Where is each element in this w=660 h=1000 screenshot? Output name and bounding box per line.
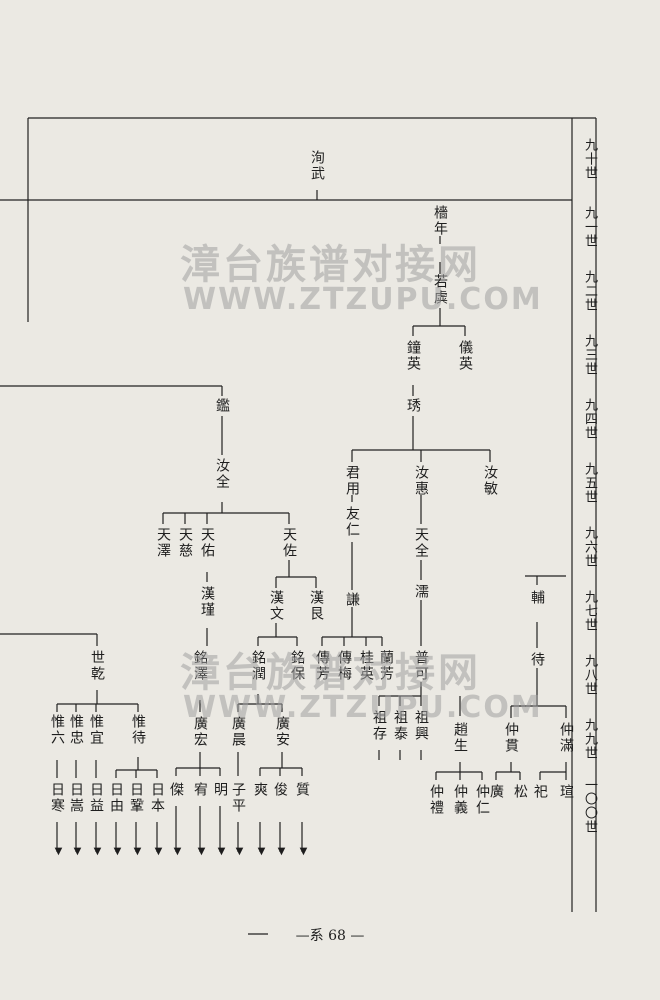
person-name: 銘保 — [289, 650, 305, 682]
person-name: 琇 — [405, 398, 421, 414]
person-name: 日寒 — [49, 782, 65, 814]
person-name: 廣晨 — [230, 716, 246, 748]
arrow-down-icon: ▼ — [153, 846, 164, 859]
person-name: 祖泰 — [392, 710, 408, 742]
person-name: 傳芳 — [314, 650, 330, 682]
person-name: 世乾 — [89, 650, 105, 682]
arrow-down-icon: ▼ — [53, 846, 64, 859]
person-name: 仲貫 — [503, 722, 519, 754]
person-name: 仲滿 — [558, 722, 574, 754]
person-name: 惟宜 — [88, 714, 104, 746]
person-name: 蘭芳 — [378, 650, 394, 682]
arrow-down-icon: ▼ — [112, 846, 123, 859]
generation-label: 九一世 — [582, 206, 597, 248]
arrow-down-icon: ▼ — [72, 846, 83, 859]
watermark-url: WWW.ZTZUPU.COM — [183, 282, 543, 317]
person-name: 謙 — [344, 592, 360, 608]
person-name: 質 — [294, 782, 310, 798]
generation-label: 九六世 — [582, 526, 597, 568]
person-name: 宥 — [192, 782, 208, 798]
person-name: 洵武 — [309, 150, 325, 182]
person-name: 傑 — [168, 782, 184, 798]
person-name: 趙生 — [452, 722, 468, 754]
generation-label: 九八世 — [582, 654, 597, 696]
person-name: 傳梅 — [336, 650, 352, 682]
person-name: 祀 — [532, 784, 548, 800]
watermark-text: 漳台族谱对接网 — [180, 242, 481, 288]
person-name: 輔 — [529, 590, 545, 606]
watermark-text: 漳台族谱对接网 — [180, 650, 481, 696]
person-name: 待 — [529, 652, 545, 668]
watermark-url: WWW.ZTZUPU.COM — [183, 690, 543, 725]
person-name: 日由 — [108, 782, 124, 814]
person-name: 明 — [212, 782, 228, 798]
person-name: 日嵩 — [68, 782, 84, 814]
person-name: 汝敏 — [482, 465, 498, 497]
person-name: 天慈 — [177, 527, 193, 559]
person-name: 子平 — [230, 782, 246, 814]
person-name: 漢艮 — [308, 590, 324, 622]
person-name: 普可 — [413, 650, 429, 682]
generation-label: 九四世 — [582, 398, 597, 440]
arrow-down-icon: ▼ — [196, 846, 207, 859]
person-name: 銘澤 — [192, 650, 208, 682]
person-name: 祖存 — [371, 710, 387, 742]
generation-label: 九二世 — [582, 270, 597, 312]
person-name: 仲義 — [452, 784, 468, 816]
person-name: 爽 — [252, 782, 268, 798]
arrow-down-icon: ▼ — [256, 846, 267, 859]
person-name: 若虡 — [432, 274, 448, 306]
person-name: 銘潤 — [250, 650, 266, 682]
person-name: 松 — [512, 784, 528, 800]
arrow-down-icon: ▼ — [92, 846, 103, 859]
generation-label: 九三世 — [582, 334, 597, 376]
person-name: 汝全 — [214, 458, 230, 490]
arrow-down-icon: ▼ — [276, 846, 287, 859]
generation-label: 一〇〇世 — [582, 778, 597, 834]
person-name: 祖興 — [413, 710, 429, 742]
person-name: 廣安 — [274, 716, 290, 748]
generation-label: 九七世 — [582, 590, 597, 632]
person-name: 瑄 — [558, 784, 574, 800]
person-name: 惟六 — [49, 714, 65, 746]
arrow-down-icon: ▼ — [172, 846, 183, 859]
generation-label: 九五世 — [582, 462, 597, 504]
generation-label: 九十世 — [582, 138, 597, 180]
person-name: 鐘英 — [405, 340, 421, 372]
person-name: 日本 — [149, 782, 165, 814]
arrow-down-icon: ▼ — [234, 846, 245, 859]
person-name: 君用 — [344, 465, 360, 497]
person-name: 濡 — [413, 584, 429, 600]
person-name: 惟忠 — [68, 714, 84, 746]
person-name: 日鞏 — [128, 782, 144, 814]
person-name: 廣 — [488, 784, 504, 800]
person-name: 日益 — [88, 782, 104, 814]
person-name: 桂英 — [358, 650, 374, 682]
person-name: 仲仁 — [474, 784, 490, 816]
person-name: 儀英 — [457, 340, 473, 372]
person-name: 天澤 — [155, 527, 171, 559]
person-name: 廣宏 — [192, 716, 208, 748]
person-name: 漢文 — [268, 590, 284, 622]
person-name: 友仁 — [344, 506, 360, 538]
person-name: 天佐 — [281, 527, 297, 559]
person-name: 檣年 — [432, 205, 448, 237]
person-name: 天全 — [413, 527, 429, 559]
arrow-down-icon: ▼ — [298, 846, 309, 859]
generation-label: 九九世 — [582, 718, 597, 760]
person-name: 汝惠 — [413, 465, 429, 497]
person-name: 漢瑾 — [199, 586, 215, 618]
person-name: 俊 — [272, 782, 288, 798]
page-number: —系 68 — — [295, 928, 365, 944]
arrow-down-icon: ▼ — [216, 846, 227, 859]
person-name: 惟待 — [130, 714, 146, 746]
person-name: 仲禮 — [428, 784, 444, 816]
person-name: 鑑 — [214, 398, 230, 414]
person-name: 天佑 — [199, 527, 215, 559]
arrow-down-icon: ▼ — [132, 846, 143, 859]
